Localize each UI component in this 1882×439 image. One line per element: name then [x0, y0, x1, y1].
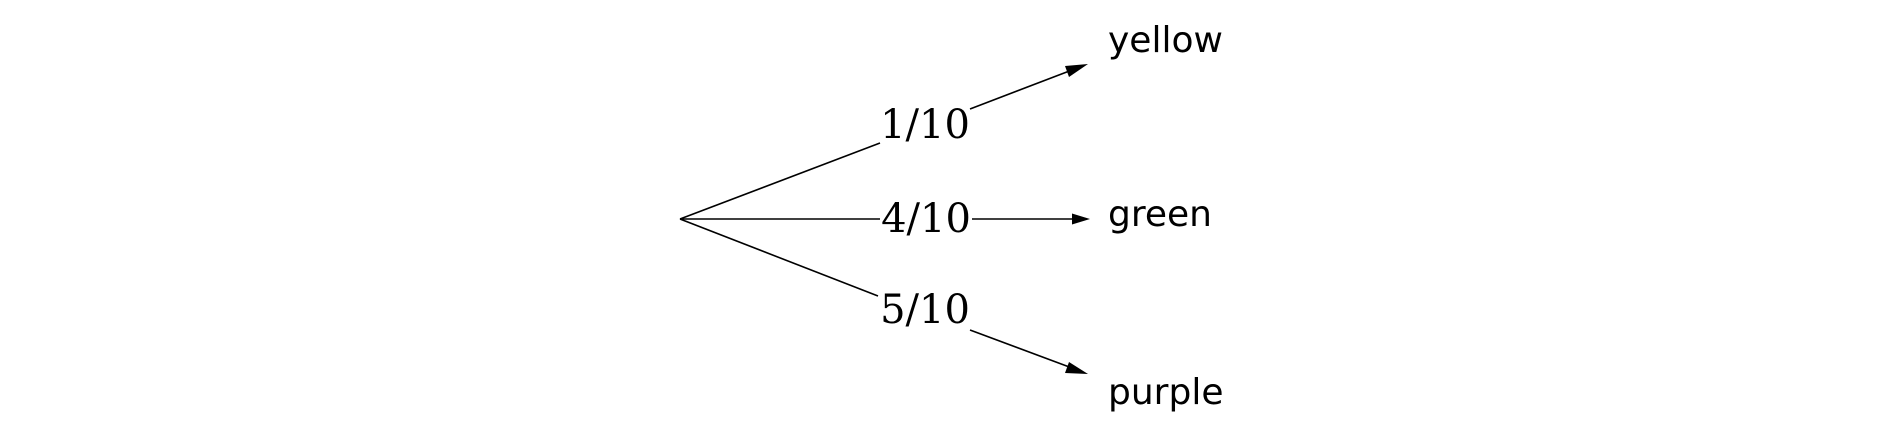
branch-green-outcome: green	[1108, 194, 1212, 235]
branch-yellow-outcome: yellow	[1108, 20, 1223, 61]
branch-yellow-arrowhead	[1065, 64, 1088, 77]
branch-purple-probability: 5/10	[880, 287, 970, 333]
branch-green: 4/10 green	[680, 194, 1212, 242]
branch-purple: 5/10 purple	[679, 218, 1223, 413]
branch-green-arrowhead	[1072, 213, 1090, 225]
branch-purple-outcome: purple	[1108, 372, 1223, 413]
branch-green-probability: 4/10	[881, 196, 971, 242]
branch-purple-edge-end	[969, 329, 1073, 369]
branch-yellow-probability: 1/10	[880, 102, 970, 148]
branch-yellow-edge-start	[679, 142, 881, 220]
branch-yellow-edge-end	[969, 69, 1073, 110]
branch-purple-arrowhead	[1065, 362, 1088, 374]
branch-purple-edge-start	[679, 218, 879, 297]
branch-yellow: 1/10 yellow	[679, 20, 1223, 220]
